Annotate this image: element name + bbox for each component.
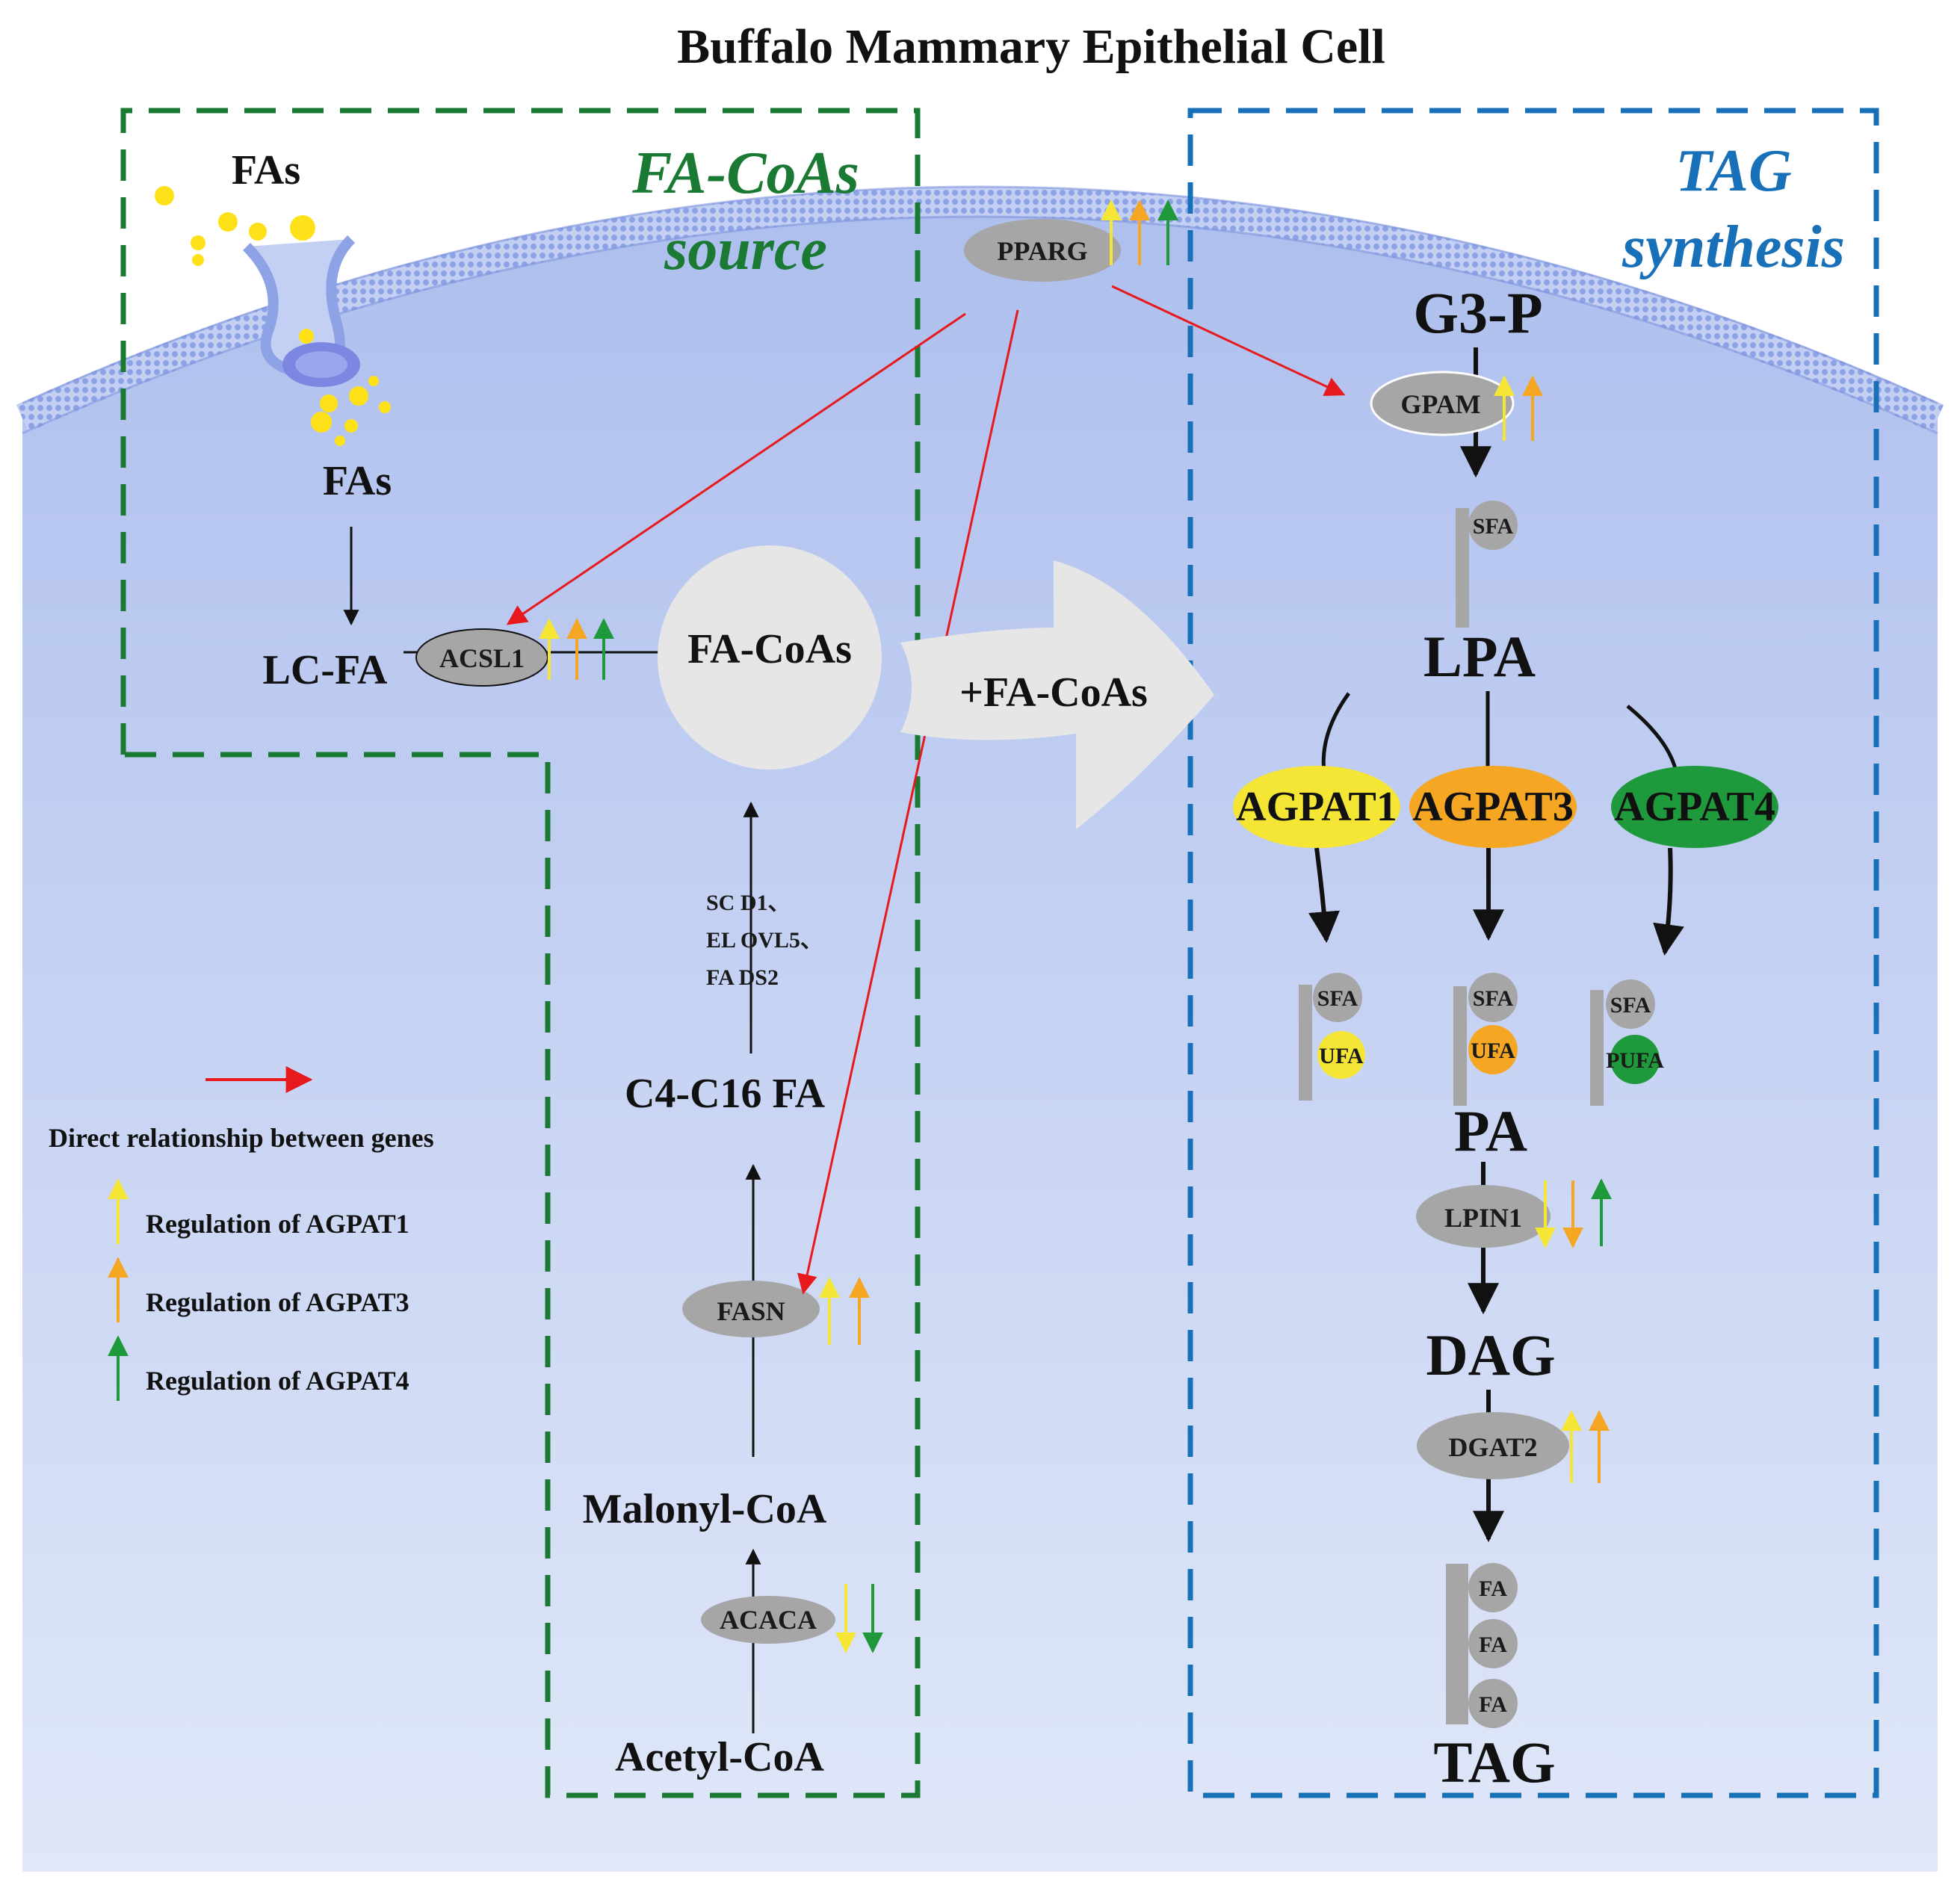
enzyme-lpin1 (1416, 1185, 1551, 1248)
label-transfer-fa-coas: +FA-CoAs (959, 669, 1148, 716)
source-heading-line2: source (664, 217, 827, 282)
label-sfa-lpa: SFA (1473, 514, 1514, 539)
label-agpat1: AGPAT1 (1236, 784, 1397, 830)
enzyme-gpam (1370, 371, 1515, 436)
fa-coas-pool (658, 545, 882, 770)
enzyme-agpat1 (1233, 766, 1400, 848)
label-fa-3: FA (1479, 1692, 1507, 1717)
tag-synthesis-box (1187, 108, 1879, 1798)
label-dgat2: DGAT2 (1448, 1432, 1537, 1462)
label-fas-inside: FAs (323, 458, 392, 504)
label-acaca: ACACA (720, 1605, 817, 1635)
label-ufa-1: UFA (1319, 1044, 1364, 1068)
label-pufa-3: PUFA (1606, 1048, 1664, 1073)
label-gpam: GPAM (1400, 389, 1480, 419)
enzyme-dgat2 (1417, 1412, 1569, 1479)
label-pa: PA (1454, 1098, 1527, 1163)
label-lc-fa: LC-FA (263, 647, 388, 693)
label-agpat4: AGPAT4 (1614, 784, 1775, 830)
enzyme-acaca (701, 1596, 835, 1644)
label-sfa-2: SFA (1473, 986, 1514, 1011)
label-agpat3: AGPAT3 (1412, 784, 1574, 830)
label-scd1: SC D1、 (706, 891, 791, 915)
enzyme-agpat3 (1409, 766, 1577, 848)
label-fa-1: FA (1479, 1576, 1507, 1601)
enzyme-agpat4 (1611, 766, 1778, 848)
label-fasn: FASN (717, 1296, 785, 1326)
diagram-title: Buffalo Mammary Epithelial Cell (677, 19, 1385, 74)
tag-heading-line2: synthesis (1622, 214, 1845, 280)
label-sfa-1: SFA (1317, 986, 1358, 1011)
tag-heading-line1: TAG (1675, 138, 1792, 204)
legend-agpat3: Regulation of AGPAT3 (146, 1287, 409, 1317)
label-sfa-3: SFA (1610, 993, 1651, 1018)
enzyme-fasn (682, 1281, 820, 1337)
fatty-acid-droplets-icon (155, 186, 391, 446)
label-tag: TAG (1433, 1730, 1555, 1795)
label-lpin1: LPIN1 (1444, 1203, 1522, 1233)
label-g3p: G3-P (1413, 280, 1542, 345)
label-dag: DAG (1426, 1322, 1555, 1387)
cell-interior (22, 202, 1938, 1872)
label-pparg: PPARG (997, 236, 1087, 266)
label-acetyl-coa: Acetyl-CoA (615, 1734, 824, 1780)
label-fa-2: FA (1479, 1632, 1507, 1657)
fa-coas-source-box (120, 108, 921, 1798)
legend: Direct relationship between genes Regula… (49, 1066, 434, 1401)
label-fads2: FA DS2 (706, 965, 779, 990)
label-fas-outside: FAs (232, 147, 300, 194)
label-elovl5: EL OVL5、 (706, 928, 823, 953)
legend-agpat1: Regulation of AGPAT1 (146, 1209, 409, 1239)
fa-coas-transfer-arrow (900, 560, 1214, 829)
legend-direct: Direct relationship between genes (49, 1123, 434, 1153)
enzyme-pparg (964, 219, 1121, 282)
label-c4-c16-fa: C4-C16 FA (625, 1071, 826, 1117)
legend-agpat4: Regulation of AGPAT4 (146, 1366, 409, 1396)
label-ufa-2: UFA (1471, 1039, 1515, 1063)
label-fa-coas-pool: FA-CoAs (687, 626, 852, 672)
source-heading-line1: FA-CoAs (631, 140, 859, 206)
label-lpa: LPA (1423, 624, 1536, 689)
label-acsl1: ACSL1 (439, 643, 525, 673)
fa-transporter-icon (242, 235, 360, 387)
label-malonyl-coa: Malonyl-CoA (583, 1486, 827, 1532)
